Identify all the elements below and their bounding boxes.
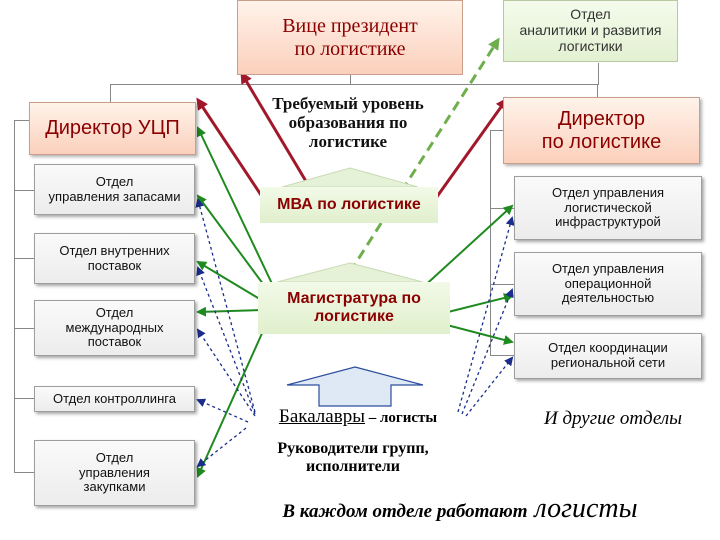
logistics-director-label: Директор по логистике [541,108,662,153]
controlling-dept-box: Отдел контроллинга [34,386,195,412]
connector-line [14,120,29,121]
bachelors-suffix: – логисты [364,410,438,426]
group-leaders-label: Руководители групп, исполнители [277,440,429,475]
ucp-director-label: Директор УЦП [45,117,180,140]
connector-line [14,120,15,472]
infrastructure-dept-label: Отдел управления логистической инфрастру… [551,185,665,230]
mba-box: МВА по логистике [260,187,438,223]
connector-line [110,84,111,102]
connector-line [14,190,34,191]
blue-dashed-arrow [196,427,247,468]
operations-dept-box: Отдел управления операционной деятельнос… [514,252,702,316]
blue-dashed-arrow [465,356,514,417]
blue-dashed-arrow [196,266,256,415]
connector-line [14,258,34,259]
domestic-supply-dept-label: Отдел внутренних поставок [59,242,170,273]
connector-line [110,84,598,85]
masters-arrow-cap [276,262,424,283]
connector-line [14,328,34,329]
procurement-dept-label: Отдел управления закупками [79,450,150,495]
green-arrow [447,293,514,313]
connector-line [14,472,34,473]
connector-line [598,63,599,85]
green-arrow [196,306,263,317]
connector-line [490,355,514,356]
infrastructure-dept-box: Отдел управления логистической инфрастру… [514,176,702,240]
connector-line [597,84,598,100]
connector-line [490,130,491,355]
vp-logistics-box: Вице президент по логистике [237,0,463,75]
analytics-dept-label: Отдел аналитики и развития логистики [519,6,662,54]
ucp-director-box: Директор УЦП [29,102,196,155]
vp-logistics-label: Вице президент по логистике [282,15,418,60]
inventory-dept-box: Отдел управления запасами [34,164,195,215]
footer-emph: логисты [527,493,638,524]
regional-network-dept-label: Отдел координации региональной сети [548,340,668,370]
bachelors-label: Бакалавры [278,406,365,427]
inventory-dept-label: Отдел управления запасами [48,173,181,204]
bachelors-line: Бакалавры – логисты [246,406,470,427]
other-depts-label: И другие отделы [543,408,683,429]
mba-label: МВА по логистике [277,196,421,214]
education-level-heading: Требуемый уровень образования по логисти… [272,94,424,152]
international-supply-dept-label: Отдел международных поставок [65,305,164,350]
masters-box: Магистратура по логистике [258,282,450,334]
controlling-dept-label: Отдел контроллинга [53,390,176,406]
operations-dept-label: Отдел управления операционной деятельнос… [551,261,665,306]
connector-line [14,398,34,399]
blue-dashed-arrow [196,398,249,423]
blue-dashed-arrow [457,216,515,413]
domestic-supply-dept-box: Отдел внутренних поставок [34,233,195,284]
logistics-director-box: Директор по логистике [503,97,700,164]
procurement-dept-box: Отдел управления закупками [34,440,195,506]
regional-network-dept-box: Отдел координации региональной сети [514,333,702,379]
bachelors-arrow-cap [286,366,424,407]
masters-label: Магистратура по логистике [287,290,421,325]
connector-line [490,208,514,209]
blue-dashed-arrow [461,288,514,415]
blue-dashed-arrow [196,328,256,417]
footer-text: В каждом отделе работают [282,501,528,522]
footer-statement: В каждом отделе работают логисты [205,493,715,524]
mba-arrow-cap [281,167,419,188]
blue-dashed-arrow [195,198,256,413]
connector-line [490,284,514,285]
international-supply-dept-box: Отдел международных поставок [34,300,195,356]
analytics-dept-box: Отдел аналитики и развития логистики [503,0,678,62]
